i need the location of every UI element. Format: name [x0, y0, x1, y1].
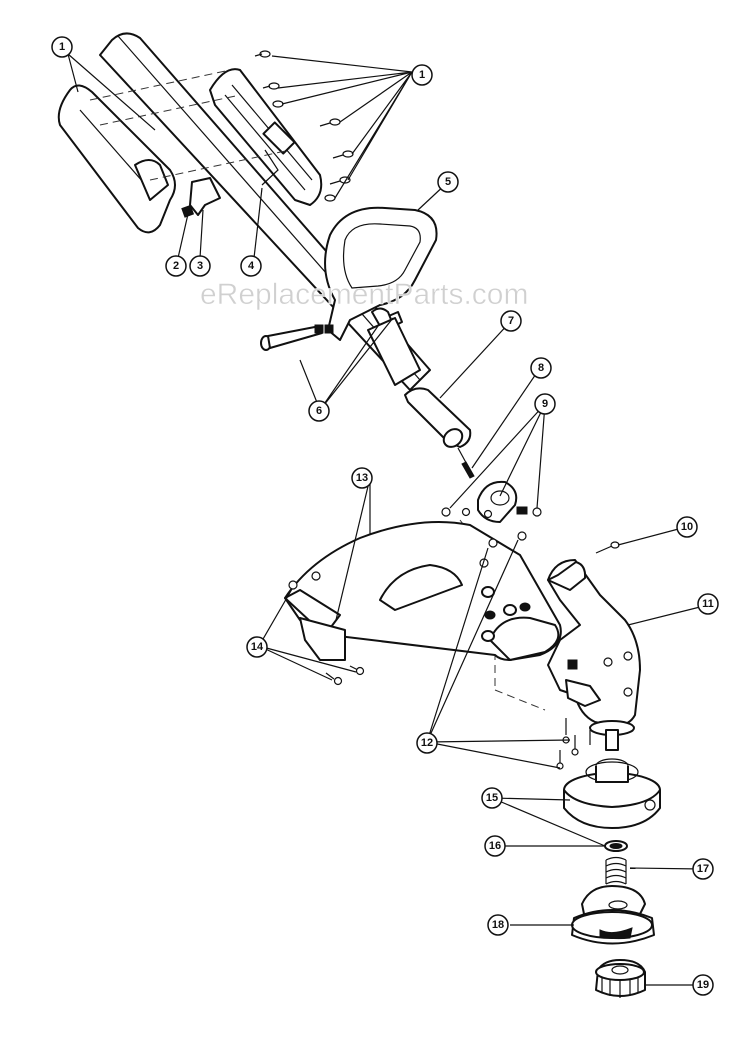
- callout-15-label: 15: [486, 792, 498, 804]
- callout-6-label: 6: [316, 405, 322, 417]
- bump-knob: [595, 959, 646, 998]
- spool-housing: [563, 758, 661, 829]
- throttle-trigger: [189, 177, 221, 216]
- callout-16-label: 16: [489, 840, 501, 852]
- callout-9: 9: [534, 393, 556, 415]
- callout-13: 13: [351, 467, 373, 489]
- callout-17: 17: [692, 858, 714, 880]
- callout-10-label: 10: [681, 521, 693, 533]
- callout-1a-label: 1: [59, 41, 65, 53]
- spool: [571, 885, 655, 945]
- callout-4: 4: [240, 255, 262, 277]
- drive-cable-tip: [457, 447, 475, 479]
- callout-1b-label: 1: [419, 69, 425, 81]
- callout-15: 15: [481, 787, 503, 809]
- gearhead-screw: [595, 541, 620, 554]
- housing-screws: [254, 50, 354, 202]
- callout-6: 6: [308, 400, 330, 422]
- shaft-clamp: [441, 480, 542, 523]
- callout-11-label: 11: [702, 598, 714, 610]
- callout-19-label: 19: [697, 979, 709, 991]
- callout-7-label: 7: [508, 315, 514, 327]
- callout-8: 8: [530, 357, 552, 379]
- wire-link: [261, 149, 279, 186]
- callout-12: 12: [416, 732, 438, 754]
- callout-2: 2: [165, 255, 187, 277]
- handle-bolt: [260, 324, 324, 351]
- callout-8-label: 8: [538, 362, 544, 374]
- callout-4-label: 4: [248, 260, 255, 272]
- callout-1b: 1: [411, 64, 433, 86]
- callout-18-label: 18: [492, 919, 504, 931]
- watermark: eReplacementParts.com: [200, 278, 528, 311]
- callout-14-label: 14: [251, 641, 264, 653]
- callout-5: 5: [437, 171, 459, 193]
- callout-11: 11: [697, 593, 719, 615]
- callout-10: 10: [676, 516, 698, 538]
- callout-13-label: 13: [356, 472, 368, 484]
- set-screw: [181, 204, 195, 218]
- callout-12-label: 12: [421, 737, 433, 749]
- gearhead: [547, 559, 641, 751]
- callout-1a: 1: [51, 36, 73, 58]
- callout-18: 18: [487, 914, 509, 936]
- callout-3: 3: [189, 255, 211, 277]
- leader-lines: [67, 53, 709, 986]
- callout-17-label: 17: [697, 863, 709, 875]
- callout-5-label: 5: [445, 176, 451, 188]
- drive-shaft-lower: [367, 317, 421, 386]
- assist-handle: [324, 206, 438, 341]
- callout-19: 19: [692, 974, 714, 996]
- washer: [604, 840, 628, 852]
- callout-9-label: 9: [542, 398, 548, 410]
- callout-7: 7: [500, 310, 522, 332]
- callout-16: 16: [484, 835, 506, 857]
- callout-14: 14: [246, 636, 268, 658]
- shaft-coupler: [404, 387, 472, 448]
- guard-screws: [288, 571, 365, 686]
- grass-guard: [284, 521, 562, 661]
- spring: [605, 856, 627, 885]
- callout-2-label: 2: [173, 260, 179, 272]
- callout-3-label: 3: [197, 260, 203, 272]
- handle-housing-right: [209, 68, 323, 206]
